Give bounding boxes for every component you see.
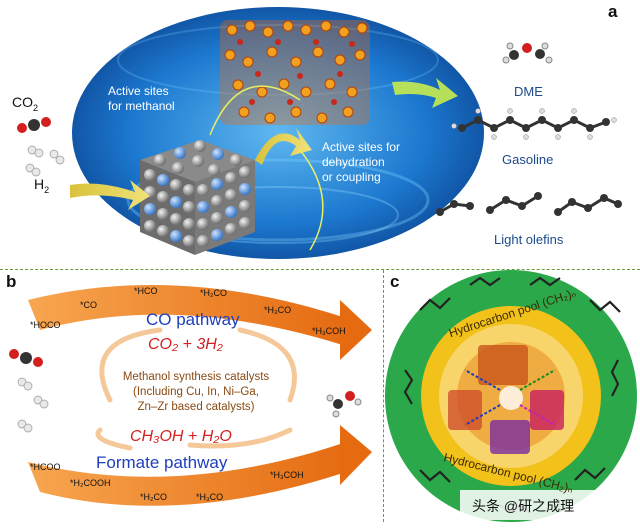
methanol-molecule: [326, 391, 362, 418]
watermark: 头条 @研之成理: [472, 498, 575, 514]
olefins-label: Light olefins: [494, 232, 564, 247]
arrow-up: [255, 128, 312, 165]
dme-molecule: [502, 42, 553, 64]
top-arc: [28, 284, 352, 348]
dme-label: DME: [514, 84, 543, 99]
intermediate-top-0: *HOCO: [30, 320, 61, 330]
intermediate-top-5: *H₃COH: [312, 326, 346, 336]
intermediate-bottom-1: *H₂COOH: [70, 478, 111, 488]
co2-molecule: [17, 117, 51, 133]
intermediate-bottom-3: *H₃CO: [196, 492, 224, 502]
reaction-bottom: CH₃OH + H₂O: [130, 428, 232, 445]
panel-b-letter: b: [6, 272, 17, 291]
intermediate-bottom-0: *HCOO: [30, 462, 61, 472]
gasoline-molecule: [451, 108, 617, 140]
intermediate-bottom-4: *H₃COH: [270, 470, 304, 480]
olefin-molecules: [436, 192, 622, 216]
core-clusters: [448, 345, 564, 454]
intermediate-top-4: *H₃CO: [264, 305, 292, 315]
h2-molecules: [25, 145, 65, 177]
panel-a-letter: a: [608, 2, 618, 21]
co2-molecule-b: [9, 349, 43, 367]
formate-pathway-label: Formate pathway: [96, 453, 228, 472]
arrow-in: [70, 180, 150, 210]
reaction-top: CO₂ + 3H₂: [148, 336, 223, 353]
separator-horizontal: [0, 269, 640, 270]
bottom-arc: [28, 440, 352, 506]
arrow-out: [392, 78, 458, 108]
inner-cycle: [95, 327, 297, 451]
intermediate-top-3: *H₂CO: [200, 288, 227, 298]
methanol-sites-label: Active sites for methanol: [108, 84, 175, 113]
catalysts-text: Methanol synthesis catalysts (Including …: [122, 371, 270, 413]
panel-c-letter: c: [390, 272, 400, 291]
co-pathway-label: CO pathway: [146, 310, 240, 329]
co2-label: CO2: [12, 94, 39, 113]
h2-label: H2: [34, 176, 50, 195]
catalyst-cube: [140, 140, 255, 255]
dehydration-sites-label: Active sites for dehydration or coupling: [322, 140, 401, 184]
intermediate-top-1: *CO: [80, 300, 98, 310]
intermediate-top-2: *HCO: [134, 286, 158, 296]
zeolite-framework: [220, 20, 370, 125]
ring-chains: [403, 276, 621, 514]
separator-vertical: [383, 270, 384, 522]
intermediate-bottom-2: *H₂CO: [140, 492, 167, 502]
gasoline-label: Gasoline: [502, 152, 554, 167]
